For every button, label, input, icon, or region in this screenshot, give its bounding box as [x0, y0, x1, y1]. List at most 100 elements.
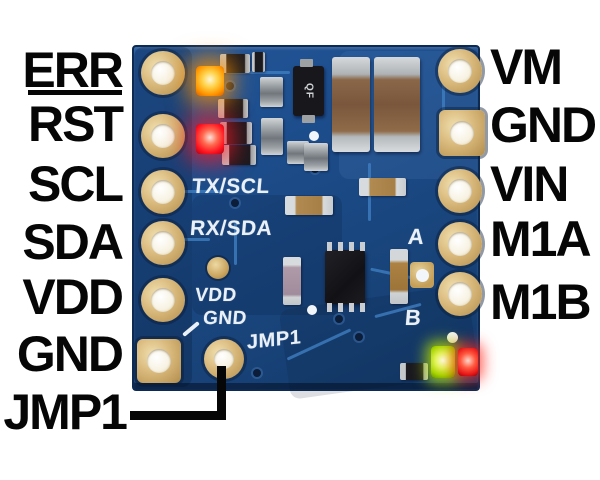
via	[226, 82, 234, 90]
smd-inductor	[390, 249, 408, 304]
pad-gnd-right-hole	[450, 121, 474, 145]
pin-label-scl-text: SCL	[28, 156, 124, 212]
pin-label-gnd-right-text: GND	[490, 97, 597, 153]
sot23-lead	[300, 59, 313, 67]
pad-m1b-hole	[448, 282, 472, 306]
bulk-capacitor-2	[374, 57, 420, 152]
pin-label-vdd-text: VDD	[22, 269, 124, 325]
silk-dot	[309, 131, 319, 141]
smd-resistor	[252, 52, 265, 72]
trace	[168, 238, 210, 241]
smd-resistor	[218, 99, 248, 118]
smd-capacitor	[304, 143, 328, 171]
smd-capacitor	[260, 77, 283, 107]
pad-gnd-left-hole	[147, 349, 171, 373]
rst-overline: RST	[28, 90, 124, 152]
pcb-board: QF TX/SCL RX/SDA VDD GND JMP1 A B	[132, 45, 485, 400]
pin-label-m1a-text: M1A	[490, 211, 592, 267]
motor-led-green	[431, 346, 455, 378]
pad-err-hole	[151, 61, 175, 85]
pin-label-vin-text: VIN	[490, 156, 569, 212]
status-led-red	[196, 124, 224, 154]
jmp1-callout-line	[130, 366, 226, 420]
smd-diode	[400, 363, 428, 380]
via	[335, 315, 343, 323]
pin-label-m1b-text: M1B	[490, 274, 592, 330]
silk-dot	[307, 305, 317, 315]
trace	[166, 190, 220, 193]
pin-label-vm: VM	[490, 39, 563, 95]
motor-led-red	[458, 348, 478, 376]
pin-label-vm-text: VM	[490, 39, 563, 95]
status-led-amber	[196, 66, 224, 96]
bulk-capacitor-1	[332, 57, 370, 152]
silkscreen-tx-scl: TX/SCL	[191, 175, 271, 198]
pin-label-err-text: ERR	[22, 42, 124, 98]
smd-resistor	[222, 145, 256, 165]
trace	[234, 223, 237, 265]
pad-gnd-left	[137, 339, 181, 383]
pad-vm	[438, 49, 482, 93]
via	[231, 199, 239, 207]
pad-err	[141, 51, 185, 95]
pad-scl	[141, 170, 185, 214]
ic-pins-bottom	[327, 303, 365, 312]
sot23-transistor: QF	[293, 59, 324, 123]
via	[253, 369, 261, 377]
pad-sda	[141, 221, 185, 265]
pin-label-rst-text: RST	[28, 96, 124, 152]
gold-pad-drill	[416, 269, 429, 282]
pin-label-rst: RST	[0, 90, 124, 152]
smd-capacitor	[261, 118, 283, 155]
pad-m1b	[438, 272, 482, 316]
pin-label-gnd: GND	[0, 326, 124, 382]
pour-shade-left	[134, 47, 192, 387]
via	[355, 333, 363, 341]
motor-driver-ic	[325, 250, 365, 304]
ic-pins-top	[327, 242, 365, 251]
smd-resistor-tan	[359, 178, 406, 196]
pad-jmp1-hole	[214, 349, 234, 369]
smd-resistor-tan	[285, 196, 333, 215]
pad-m1a-hole	[448, 232, 472, 256]
pad-scl-hole	[151, 180, 175, 204]
pin-label-jmp1-text: JMP1	[3, 384, 128, 440]
pad-gnd-right	[439, 110, 485, 156]
pin-label-gnd-right: GND	[490, 97, 597, 153]
pin-label-vin: VIN	[490, 156, 569, 212]
silkscreen-channel-a: A	[406, 224, 426, 249]
pin-label-vdd: VDD	[0, 269, 124, 325]
trace	[226, 71, 290, 74]
silkscreen-vdd: VDD	[194, 285, 238, 306]
pad-sda-hole	[151, 231, 175, 255]
silkscreen-channel-b: B	[403, 305, 423, 330]
pin-label-sda: SDA	[0, 214, 124, 270]
pin-label-sda-text: SDA	[22, 214, 124, 270]
gold-pad-hole	[410, 262, 434, 288]
smd-capacitor-purple	[283, 257, 301, 305]
pad-vdd-hole	[151, 288, 175, 312]
pin-label-err: ERR	[0, 42, 124, 98]
pin-label-gnd-text: GND	[16, 326, 124, 382]
pad-rst-hole	[151, 124, 175, 148]
pin-label-m1a: M1A	[490, 211, 592, 267]
silkscreen-rx-sda: RX/SDA	[189, 217, 274, 240]
silk-dot	[447, 332, 458, 343]
smd-resistor	[220, 122, 252, 144]
pad-vdd	[141, 278, 185, 322]
sot23-marking: QF	[303, 83, 314, 99]
pad-rst	[141, 114, 185, 158]
pin-label-jmp1: JMP1	[0, 384, 128, 440]
pad-vin-hole	[448, 179, 472, 203]
pad-m1a	[438, 222, 482, 266]
test-point-gold	[207, 257, 229, 279]
pin-label-m1b: M1B	[490, 274, 592, 330]
pour-shade-center	[192, 195, 342, 315]
pad-vm-hole	[448, 59, 472, 83]
silkscreen-gnd: GND	[202, 308, 248, 329]
smd-capacitor	[287, 141, 309, 164]
sot23-lead	[302, 115, 315, 123]
smd-resistor	[220, 54, 250, 73]
pad-vin	[438, 169, 482, 213]
pin-label-scl: SCL	[0, 156, 124, 212]
